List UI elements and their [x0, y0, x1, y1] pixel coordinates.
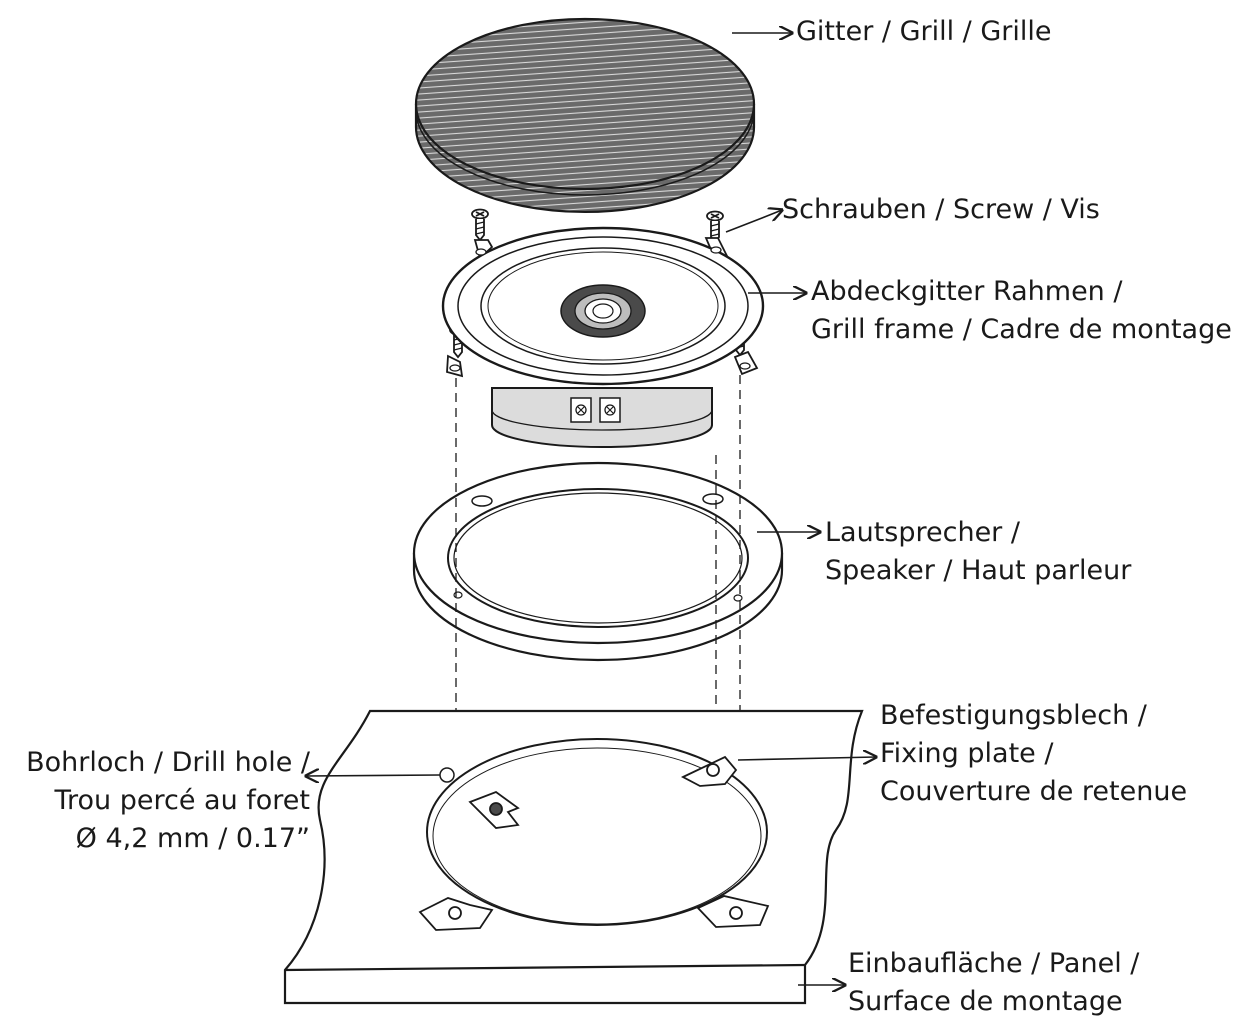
- label-fixing-plate: Befestigungsblech / Fixing plate / Couve…: [880, 697, 1187, 811]
- label-panel-line-2: Surface de montage: [848, 986, 1123, 1017]
- speaker-with-frame: [441, 226, 765, 448]
- screw-top-right: [706, 210, 724, 244]
- label-fixing-plate-line-1: Befestigungsblech /: [880, 700, 1147, 731]
- label-grille: Gitter / Grill / Grille: [796, 13, 1052, 51]
- label-screws: Schrauben / Screw / Vis: [782, 191, 1100, 229]
- label-drill-hole-line-1: Bohrloch / Drill hole /: [26, 747, 310, 778]
- label-speaker-line-2: Speaker / Haut parleur: [825, 555, 1132, 586]
- label-speaker: Lautsprecher / Speaker / Haut parleur: [825, 514, 1131, 590]
- mounting-panel: [283, 709, 864, 1005]
- label-speaker-line-1: Lautsprecher /: [825, 517, 1020, 548]
- leader-arrows: [306, 33, 876, 985]
- label-drill-hole: Bohrloch / Drill hole / Trou percé au fo…: [26, 744, 310, 858]
- screw-arrow: [725, 210, 782, 233]
- label-drill-hole-line-2: Trou percé au foret: [54, 785, 310, 816]
- label-grille-line-1: Gitter / Grill / Grille: [796, 16, 1052, 47]
- label-grill-frame-line-1: Abdeckgitter Rahmen /: [811, 276, 1123, 307]
- label-fixing-plate-line-2: Fixing plate /: [880, 738, 1054, 769]
- screw-top-left: [471, 208, 489, 242]
- label-grill-frame: Abdeckgitter Rahmen / Grill frame / Cadr…: [811, 273, 1232, 349]
- fixing-clip-bottom-right: [696, 895, 770, 928]
- fixing-clip-bottom-left: [418, 897, 494, 931]
- label-screws-line-1: Schrauben / Screw / Vis: [782, 194, 1100, 225]
- drill-hole-arrow: [306, 775, 441, 776]
- label-panel: Einbaufläche / Panel / Surface de montag…: [848, 945, 1139, 1021]
- label-grill-frame-line-2: Grill frame / Cadre de montage: [811, 314, 1232, 345]
- fixing-clip-top-left: [468, 790, 520, 829]
- label-drill-hole-line-3: Ø 4,2 mm / 0.17”: [75, 823, 310, 854]
- speaker-ring: [412, 461, 784, 662]
- fixing-plate-arrow: [737, 757, 876, 760]
- grille: [414, 17, 756, 214]
- fixing-clip-top-right: [680, 755, 738, 787]
- label-fixing-plate-line-3: Couverture de retenue: [880, 776, 1188, 807]
- label-panel-line-1: Einbaufläche / Panel /: [848, 948, 1140, 979]
